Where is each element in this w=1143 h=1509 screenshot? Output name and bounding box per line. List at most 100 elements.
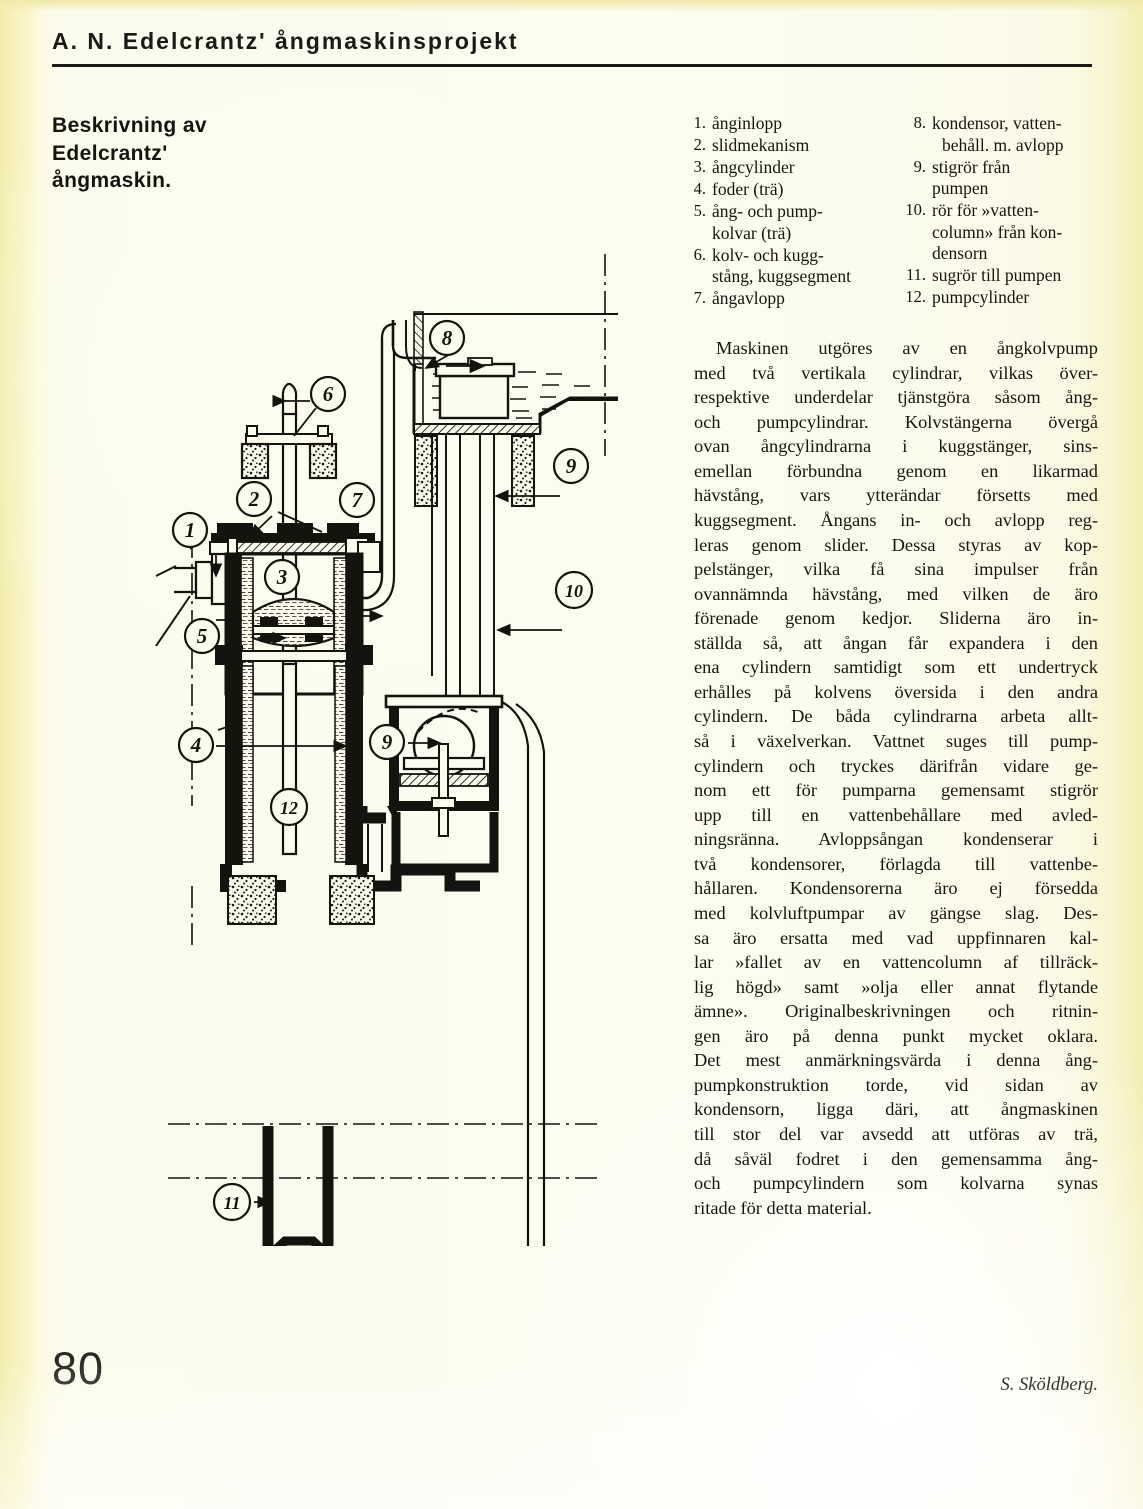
legend-number: 8.: [913, 113, 926, 132]
legend-label: ångavlopp: [712, 288, 785, 309]
body-line: Det mest anmärkningsvärda i denna ång-: [694, 1050, 1098, 1071]
svg-text:12: 12: [280, 798, 298, 818]
body-line: ämne». Originalbeskrivningen och ritnin-: [694, 1001, 1098, 1022]
legend-number: 9.: [913, 156, 926, 176]
page-number: 80: [52, 1343, 105, 1394]
legend-label-line-2: kolvar (trä): [712, 222, 792, 243]
body-line: cylindern. De båda cylindrarna arbeta al…: [694, 706, 1098, 727]
body-line: förenade genom kedjor. Sliderna äro in-: [694, 608, 1098, 629]
legend-item-1: 1. ånginlopp: [680, 113, 896, 135]
body-line: lar »fallet av en vattencolumn af tillrä…: [694, 952, 1098, 973]
legend-item-9: 9. stigrör från pumpen: [896, 157, 1112, 200]
svg-text:6: 6: [323, 382, 334, 406]
callout-8: 8: [428, 319, 466, 357]
body-line: lig högd» samt »olja eller annat flytand…: [694, 976, 1098, 997]
svg-text:10: 10: [565, 581, 583, 601]
side-caption-line-2: Edelcrantz': [52, 141, 168, 165]
riser-pipes: [431, 434, 495, 698]
body-line: hävstång, vars ytterändar försetts med: [694, 485, 1098, 506]
legend-item-7: 7. ångavlopp: [680, 288, 896, 310]
body-line: hållaren. Kondensorerna äro ej försedda: [694, 878, 1098, 899]
svg-text:2: 2: [248, 487, 260, 511]
callout-9b: 9: [368, 723, 406, 761]
body-line: nom ett för pumparna gemensamt stigrör: [694, 780, 1098, 801]
svg-text:5: 5: [197, 624, 208, 648]
legend-number: 5.: [693, 201, 706, 221]
steam-engine-cross-section: 1 2 3 4 5 6 7: [155, 254, 618, 1246]
body-line: pumpkonstruktion torde, vid sidan av: [694, 1074, 1098, 1095]
legend-label: ång- och pump- kolvar (trä): [712, 201, 896, 244]
legend-label: pumpcylinder: [932, 287, 1030, 308]
legend-number: 4.: [693, 179, 706, 199]
body-line: och pumpcylindern som kolvarna synas: [694, 1173, 1098, 1194]
legend-label: foder (trä): [712, 179, 784, 200]
legend-label: kolv- och kugg- stång, kuggsegment: [712, 245, 896, 288]
body-line: respektive underdelar tjänstgöra såsom å…: [694, 387, 1098, 408]
svg-text:8: 8: [442, 326, 453, 350]
body-line: med kolvluftpumpar av gängse slag. Des-: [694, 902, 1098, 923]
svg-text:7: 7: [352, 488, 364, 512]
pump-cylinder: [220, 663, 480, 925]
body-line: emellan förbundna genom en likarmad: [694, 460, 1098, 481]
legend-label-line-3: densorn: [932, 243, 988, 264]
side-caption-line-1: Beskrivning av: [52, 114, 207, 137]
callout-11: 11: [212, 1182, 252, 1222]
body-line: ovannämnda hävstång, med vilken de äro: [694, 583, 1098, 604]
legend-item-10: 10. rör för »vatten- column» från kon- d…: [896, 200, 1112, 265]
callout-10: 10: [554, 570, 594, 610]
running-head-rule: [52, 64, 1092, 67]
body-line: ställda så, att ångan får expandera i de…: [694, 632, 1098, 653]
legend-label-line-1: rör för »vatten-: [932, 200, 1039, 221]
svg-text:1: 1: [185, 518, 196, 542]
body-line: kuggsegment. Ångans in- och avlopp reg-: [694, 509, 1098, 530]
legend-item-11: 11. sugrör till pumpen: [896, 265, 1112, 287]
legend-label: ångcylinder: [712, 157, 795, 178]
pump-valve-chest: [384, 694, 546, 946]
callout-bubbles: 1 2 3 4 5 6 7: [171, 319, 594, 1222]
callout-3: 3: [263, 558, 301, 596]
legend-number: 6.: [693, 244, 706, 264]
legend-column-right: 8. kondensor, vatten- behåll. m. avlopp …: [896, 113, 1112, 310]
legend-item-12: 12. pumpcylinder: [896, 287, 1112, 309]
legend-item-6: 6. kolv- och kugg- stång, kuggsegment: [680, 245, 896, 288]
svg-text:9: 9: [382, 730, 393, 754]
body-line: och pumpcylindrar. Kolvstängerna övergå: [694, 411, 1098, 432]
body-line: cylindern och tryckes därifrån vidare ge…: [694, 755, 1098, 776]
author-signature: S. Sköldberg.: [1000, 1375, 1098, 1395]
legend-number: 7.: [693, 288, 706, 308]
legend-label-line-2: stång, kuggsegment: [712, 266, 852, 287]
technical-diagram: 1 2 3 4 5 6 7: [150, 246, 620, 1246]
body-line: till stor del var avsedd att utföras av …: [694, 1124, 1098, 1144]
body-line: gen äro på denna punkt mycket oklara.: [694, 1025, 1098, 1046]
svg-text:11: 11: [223, 1193, 240, 1213]
legend-label: ånginlopp: [712, 113, 782, 133]
body-line: Maskinen utgöres av en ångkolvpump: [716, 338, 1098, 358]
callout-7: 7: [338, 481, 376, 519]
legend-label-line-2: column» från kon-: [932, 221, 1063, 242]
legend-label-line-2: pumpen: [932, 178, 989, 199]
body-line: leras genom slider. Dessa styras av kop-: [694, 534, 1098, 555]
callout-5: 5: [183, 617, 221, 655]
legend-label: rör för »vatten- column» från kon- denso…: [932, 200, 1112, 265]
callout-2: 2: [235, 480, 273, 518]
legend-number: 11.: [905, 265, 926, 285]
body-line: två kondensorer, förlagda till vattenbe-: [694, 853, 1098, 874]
callout-6: 6: [309, 375, 347, 413]
body-line: så i växelverkan. Vattnet suges till pum…: [694, 731, 1098, 751]
body-line: ena cylindern samtidigt som ett undertry…: [694, 657, 1098, 678]
legend-number: 12.: [905, 287, 926, 307]
steam-exhaust-pipe: [350, 320, 397, 612]
callout-9: 9: [552, 447, 590, 485]
svg-text:3: 3: [276, 565, 288, 589]
body-line: pelstänger, vilka få sina impulser från: [694, 559, 1098, 580]
callout-leaders: [189, 353, 562, 1209]
body-line: ovan ångcylindrarna i kuggstänger, sins-: [694, 436, 1098, 457]
legend-item-5: 5. ång- och pump- kolvar (trä): [680, 201, 896, 244]
legend-label: slidmekanism: [712, 135, 810, 156]
body-line: upp till en vattenbehållare med avled-: [694, 804, 1098, 825]
figure-legend: 1. ånginlopp 2. slidmekanism 3. ångcylin…: [680, 113, 1112, 310]
legend-label-line-1: kondensor, vatten-: [932, 113, 1062, 133]
suction-pipe-and-base: [262, 946, 546, 1246]
